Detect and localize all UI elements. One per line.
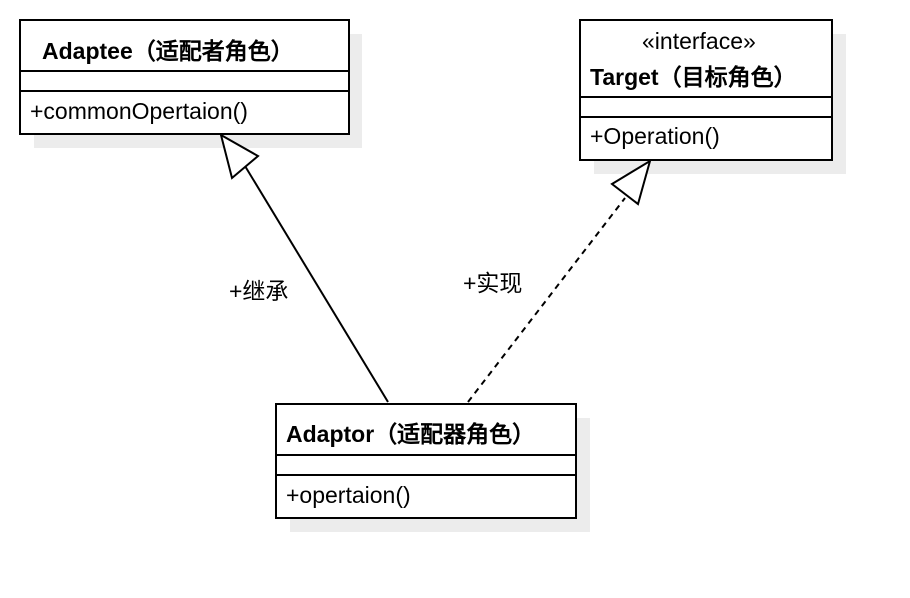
inheritance-line bbox=[244, 165, 389, 403]
target-operations-compartment: +Operation() bbox=[581, 118, 831, 159]
adaptor-class-header: Adaptor（适配器角色） bbox=[277, 405, 575, 456]
target-interface[interactable]: «interface» Target（目标角色） +Operation() bbox=[579, 19, 833, 161]
adaptee-attributes-compartment bbox=[21, 72, 348, 92]
adaptor-attributes-compartment bbox=[277, 456, 575, 476]
inheritance-arrowhead bbox=[219, 132, 260, 180]
adaptor-class-title: Adaptor（适配器角色） bbox=[286, 421, 536, 447]
inheritance-label: +继承 bbox=[229, 278, 289, 304]
target-attributes-compartment bbox=[581, 98, 831, 118]
target-interface-header: «interface» Target（目标角色） bbox=[581, 21, 831, 98]
realization-line bbox=[467, 197, 626, 403]
adaptee-operation: +commonOpertaion() bbox=[30, 98, 248, 124]
adaptor-operation: +opertaion() bbox=[286, 482, 411, 508]
adaptee-class[interactable]: Adaptee（适配者角色） +commonOpertaion() bbox=[19, 19, 350, 135]
realization-arrowhead bbox=[610, 158, 652, 206]
adaptee-class-title: Adaptee（适配者角色） bbox=[42, 38, 294, 64]
adaptee-class-header: Adaptee（适配者角色） bbox=[21, 21, 348, 72]
realization-label: +实现 bbox=[463, 270, 523, 296]
target-interface-title: Target（目标角色） bbox=[590, 64, 797, 90]
adaptee-operations-compartment: +commonOpertaion() bbox=[21, 92, 348, 133]
adaptor-operations-compartment: +opertaion() bbox=[277, 476, 575, 517]
adaptor-class[interactable]: Adaptor（适配器角色） +opertaion() bbox=[275, 403, 577, 519]
target-operation: +Operation() bbox=[590, 123, 720, 149]
target-stereotype: «interface» bbox=[642, 28, 756, 54]
